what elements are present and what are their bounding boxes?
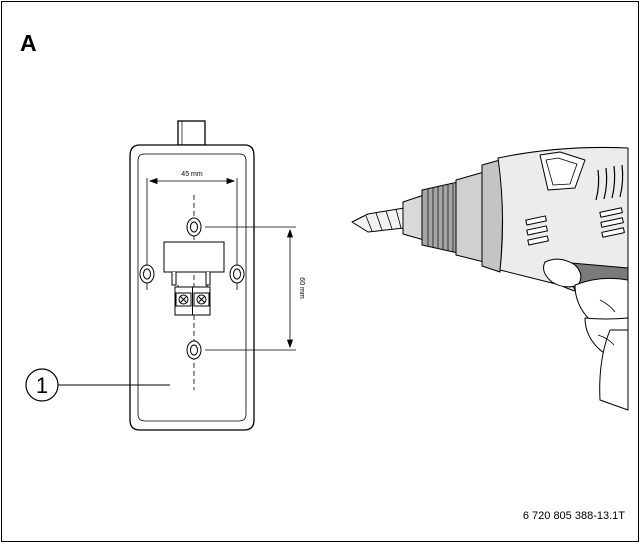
mounting-hole-top <box>186 217 202 237</box>
callout-1-number: 1 <box>36 373 48 398</box>
mounting-hole-right <box>229 264 245 284</box>
dimension-vertical-label: 60 mm <box>298 277 305 299</box>
dimension-vertical <box>286 228 294 349</box>
hand <box>543 258 629 411</box>
mounting-hole-left <box>139 264 155 284</box>
drill-chuck <box>402 159 503 273</box>
mounting-hole-bottom <box>186 340 202 360</box>
dimension-horizontal-label: 45 mm <box>181 171 203 178</box>
drill-bit <box>351 207 405 233</box>
terminal-block <box>163 241 225 316</box>
callout-1 <box>25 368 170 402</box>
panel-letter: A <box>20 30 37 56</box>
dimension-horizontal <box>148 177 236 185</box>
drill-illustration <box>351 146 629 411</box>
figure-code: 6 720 805 388-13.1T <box>522 510 625 522</box>
